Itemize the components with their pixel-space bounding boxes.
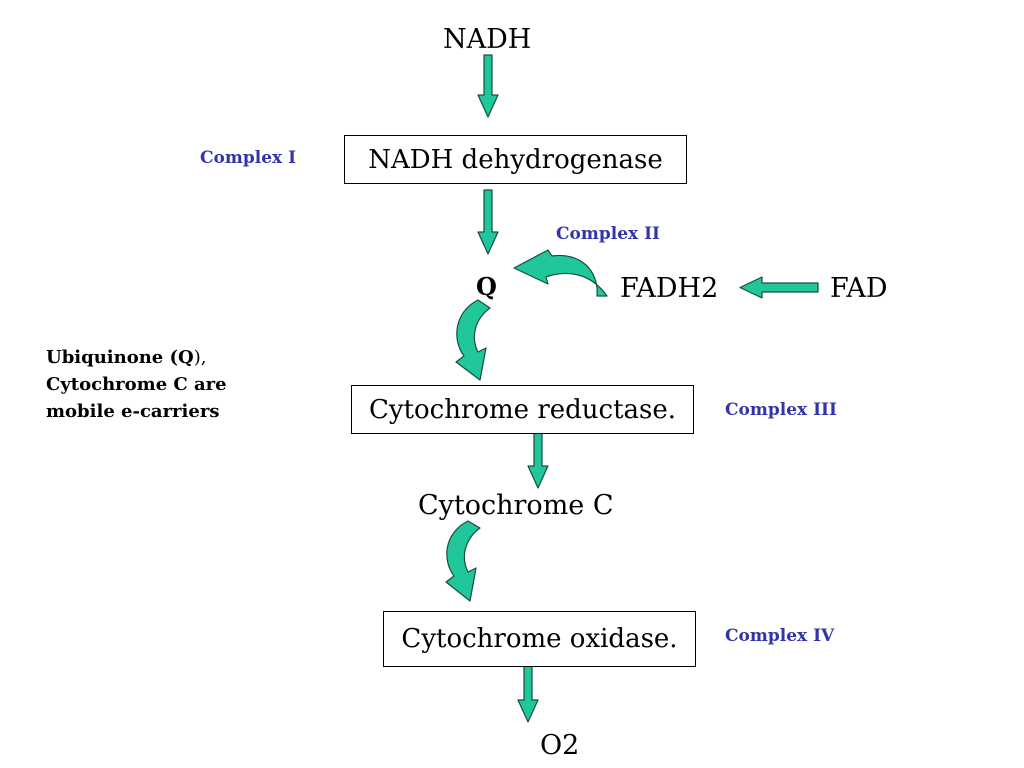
note-line-2: Cytochrome C are xyxy=(46,374,227,395)
cytochrome-oxidase-label: Cytochrome oxidase. xyxy=(401,624,678,654)
nadh-dehydrogenase-box: NADH dehydrogenase xyxy=(344,135,687,184)
cytochrome-oxidase-box: Cytochrome oxidase. xyxy=(383,611,696,667)
arrow-down-icon xyxy=(527,424,549,489)
curved-arrow-icon xyxy=(445,520,481,602)
note-line-1: Ubiquinone (Q), xyxy=(46,347,207,368)
complex-3-label: Complex III xyxy=(725,400,837,420)
nadh-label: NADH xyxy=(443,24,532,55)
curved-arrow-icon xyxy=(455,299,491,381)
arrow-down-icon xyxy=(477,189,499,255)
complex-1-label: Complex I xyxy=(200,148,297,168)
fad-label: FAD xyxy=(830,273,888,304)
cytochrome-reductase-label: Cytochrome reductase. xyxy=(368,394,677,425)
curved-arrow-icon xyxy=(513,249,608,297)
complex-2-label: Complex II xyxy=(556,224,660,244)
arrow-left-icon xyxy=(739,276,819,299)
fadh2-label: FADH2 xyxy=(620,273,719,304)
note-line-3: mobile e-carriers xyxy=(46,401,220,422)
o2-label: O2 xyxy=(540,730,580,761)
arrow-down-icon xyxy=(517,657,539,723)
complex-4-label: Complex IV xyxy=(725,626,835,646)
cytochrome-reductase-box: Cytochrome reductase. xyxy=(351,385,694,434)
q-label: Q xyxy=(476,272,497,301)
arrow-down-icon xyxy=(477,54,499,118)
cytochrome-c-label: Cytochrome C xyxy=(418,490,614,521)
nadh-dehydrogenase-label: NADH dehydrogenase xyxy=(368,144,663,175)
mobile-carriers-note: Ubiquinone (Q), Cytochrome C are mobile … xyxy=(46,344,227,425)
